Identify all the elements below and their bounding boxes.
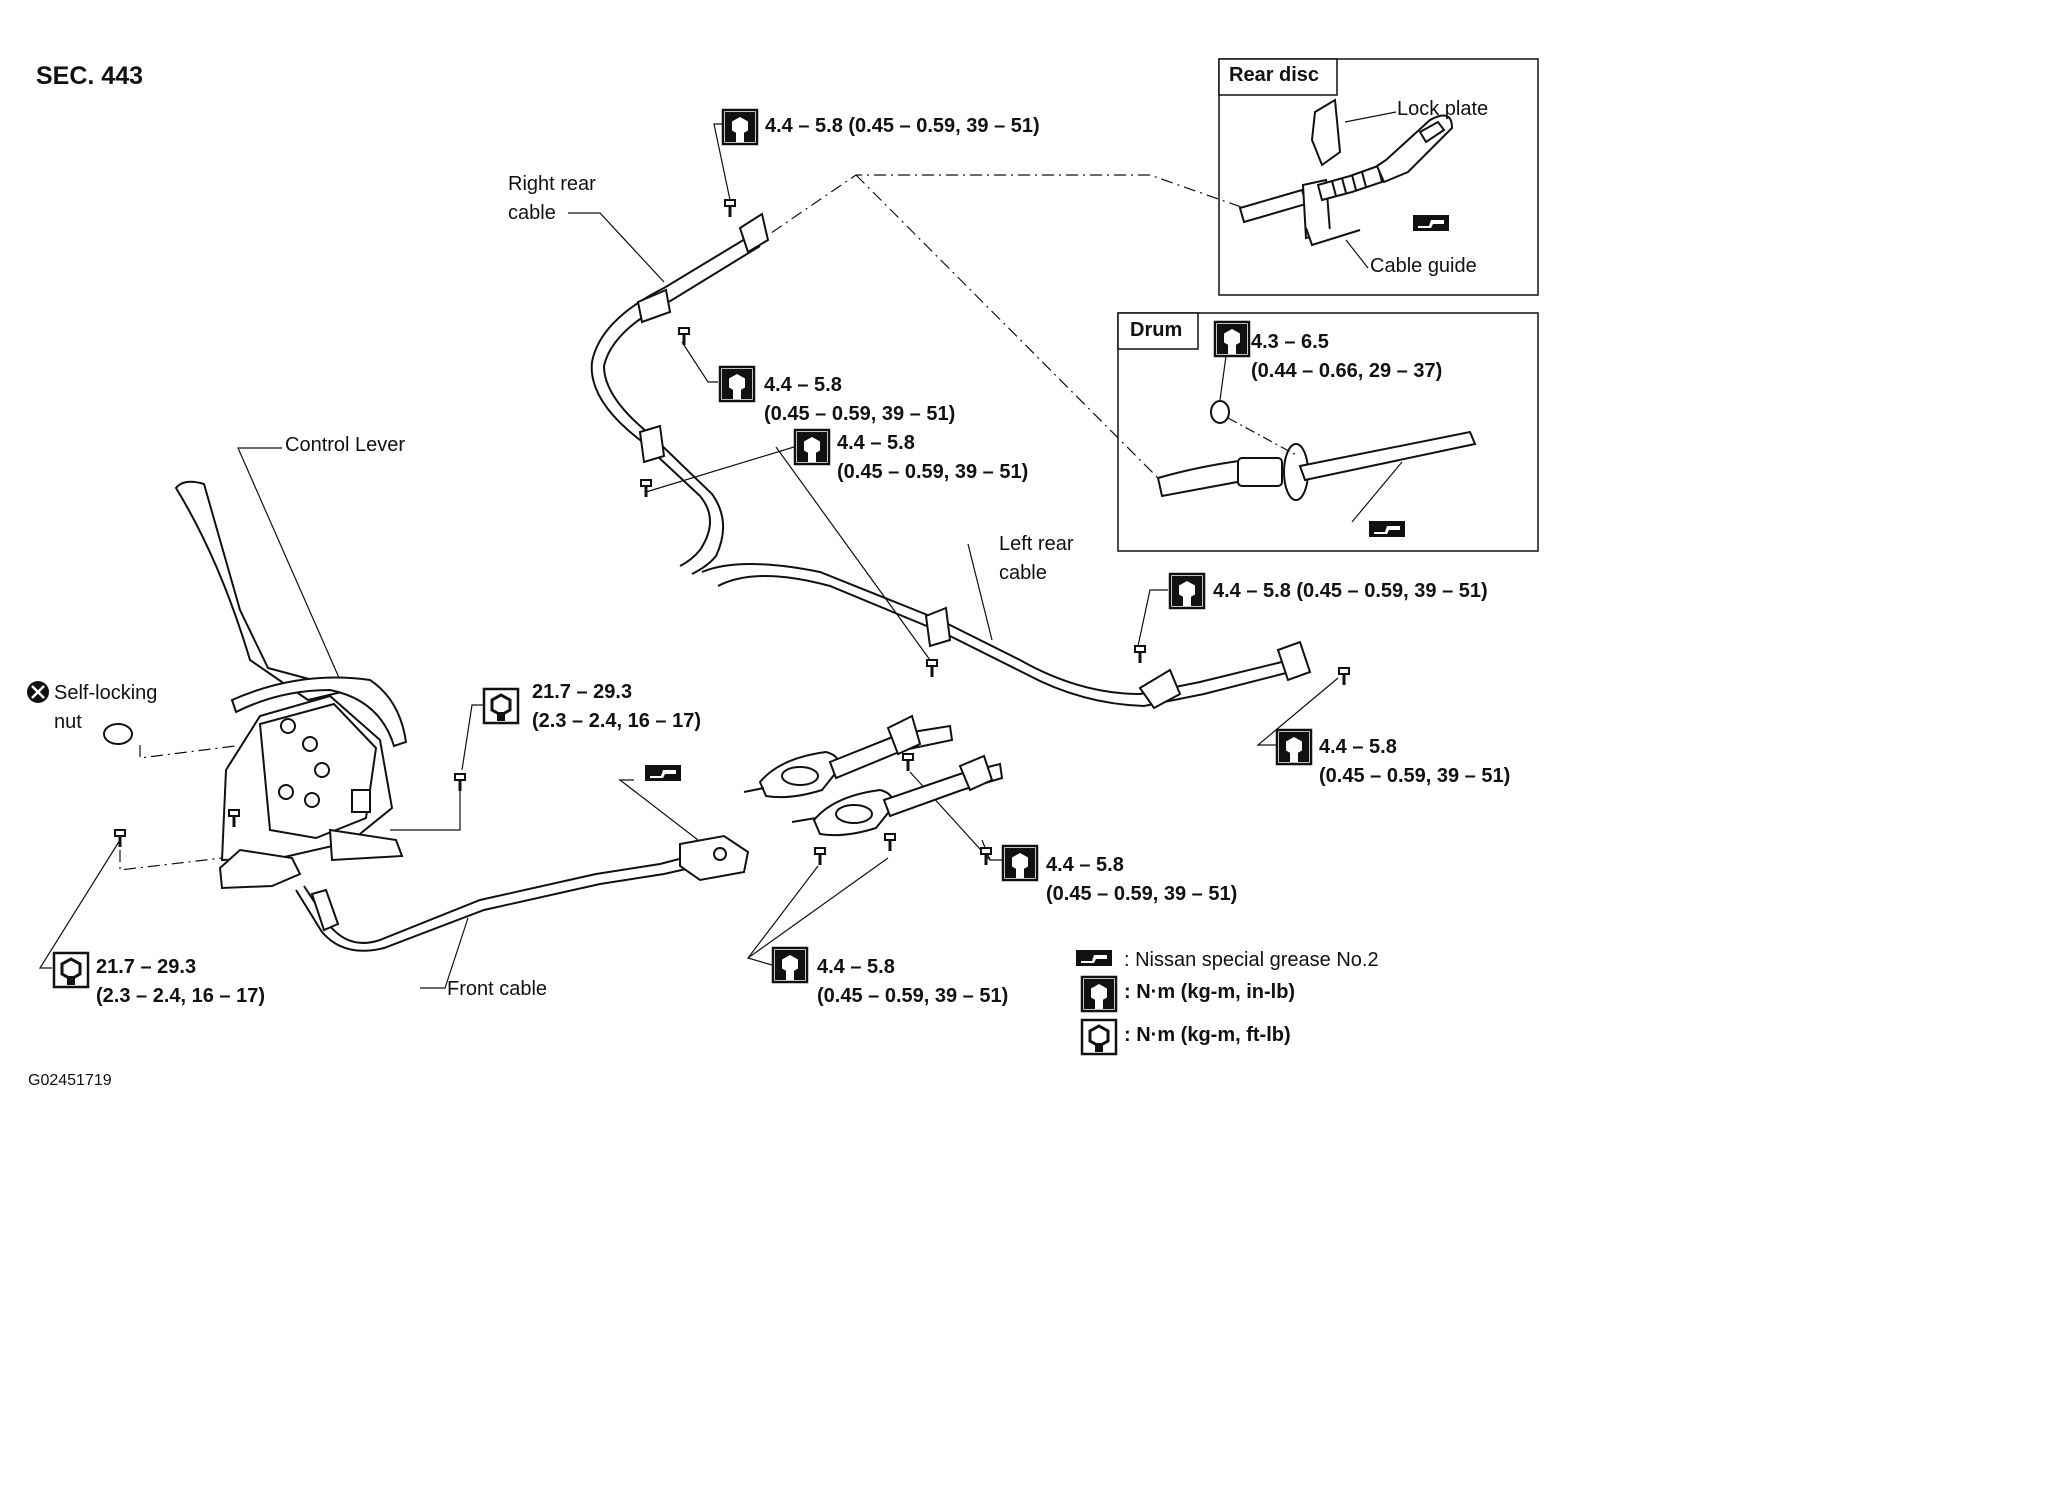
torque-spec: 4.4 – 5.8 bbox=[764, 374, 842, 396]
legend-torque-filled-icon bbox=[1080, 975, 1118, 1013]
rear-disc-cable-end bbox=[1238, 98, 1454, 247]
torque-spec: 21.7 – 29.3 bbox=[96, 956, 197, 978]
torque-spec: 4.4 – 5.8 bbox=[1319, 736, 1397, 758]
drum-title: Drum bbox=[1130, 319, 1183, 341]
torque-wrench-outline-icon bbox=[52, 951, 90, 989]
legend-grease-label: : Nissan special grease No.2 bbox=[1124, 949, 1379, 971]
torque-spec-conversion: (2.3 – 2.4, 16 – 17) bbox=[532, 710, 702, 732]
torque-wrench-icon bbox=[718, 365, 756, 403]
rear-disc-title: Rear disc bbox=[1229, 64, 1320, 86]
torque-spec: 4.4 – 5.8 bbox=[1046, 854, 1124, 876]
torque-wrench-icon bbox=[1168, 572, 1206, 610]
torque-spec: 4.4 – 5.8 bbox=[817, 956, 895, 978]
cable-equalizer bbox=[743, 714, 1004, 837]
torque-spec-conversion: (0.45 – 0.59, 39 – 51) bbox=[1046, 883, 1238, 905]
front-cable bbox=[295, 834, 750, 952]
legend-nm-ftlb-label: : N·m (kg-m, ft-lb) bbox=[1124, 1024, 1291, 1046]
torque-spec-conversion: (0.45 – 0.59, 39 – 51) bbox=[1319, 765, 1511, 787]
torque-spec: 4.4 – 5.8 (0.45 – 0.59, 39 – 51) bbox=[1213, 580, 1488, 602]
torque-wrench-icon bbox=[793, 428, 831, 466]
drum-torque-conversion: (0.44 – 0.66, 29 – 37) bbox=[1251, 360, 1443, 382]
leader-lines bbox=[38, 123, 1339, 989]
legend-grease-icon bbox=[1076, 950, 1112, 966]
parking-brake-cable-diagram bbox=[27, 58, 1539, 1056]
right-rear-cable-label: Right rear bbox=[508, 173, 596, 195]
torque-spec: 21.7 – 29.3 bbox=[532, 681, 633, 703]
section-number: SEC. 443 bbox=[36, 62, 144, 90]
grease-icon bbox=[1413, 215, 1449, 231]
torque-spec: 4.4 – 5.8 bbox=[837, 432, 915, 454]
torque-wrench-icon bbox=[1001, 844, 1039, 882]
drum-cable-end bbox=[1156, 400, 1477, 501]
control-lever bbox=[103, 480, 408, 890]
legend-nm-inlb-label: : N·m (kg-m, in-lb) bbox=[1124, 981, 1296, 1003]
front-cable-label: Front cable bbox=[447, 978, 548, 1000]
torque-spec-conversion: (0.45 – 0.59, 39 – 51) bbox=[837, 461, 1029, 483]
self-locking-nut-label-2: nut bbox=[54, 711, 82, 733]
self-locking-nut-label: Self-locking bbox=[54, 682, 158, 704]
figure-code: G02451719 bbox=[28, 1072, 112, 1089]
grease-icon bbox=[1369, 521, 1405, 537]
rear-disc-inset bbox=[1218, 58, 1539, 296]
torque-spec-conversion: (2.3 – 2.4, 16 – 17) bbox=[96, 985, 266, 1007]
right-rear-cable-label-2: cable bbox=[508, 202, 556, 224]
torque-spec-conversion: (0.45 – 0.59, 39 – 51) bbox=[764, 403, 956, 425]
left-rear-cable-label-2: cable bbox=[999, 562, 1047, 584]
left-rear-cable bbox=[701, 563, 1312, 710]
torque-spec: 4.4 – 5.8 (0.45 – 0.59, 39 – 51) bbox=[765, 115, 1040, 137]
torque-wrench-icon bbox=[1213, 320, 1251, 358]
torque-wrench-icon bbox=[721, 108, 759, 146]
torque-wrench-outline-icon bbox=[482, 687, 520, 725]
drum-inset bbox=[1117, 312, 1539, 552]
drum-torque-value: 4.3 – 6.5 bbox=[1251, 331, 1329, 353]
torque-wrench-icon bbox=[771, 946, 809, 984]
grease-icon bbox=[645, 765, 681, 781]
torque-spec-conversion: (0.45 – 0.59, 39 – 51) bbox=[817, 985, 1009, 1007]
cable-guide-label: Cable guide bbox=[1370, 255, 1477, 277]
control-lever-label: Control Lever bbox=[285, 434, 406, 456]
do-not-reuse-icon bbox=[27, 681, 49, 703]
lock-plate-label: Lock plate bbox=[1397, 98, 1489, 120]
legend-torque-outline-icon bbox=[1080, 1018, 1118, 1056]
torque-wrench-icon bbox=[1275, 728, 1313, 766]
right-rear-cable bbox=[590, 212, 770, 575]
left-rear-cable-label: Left rear bbox=[999, 533, 1074, 555]
